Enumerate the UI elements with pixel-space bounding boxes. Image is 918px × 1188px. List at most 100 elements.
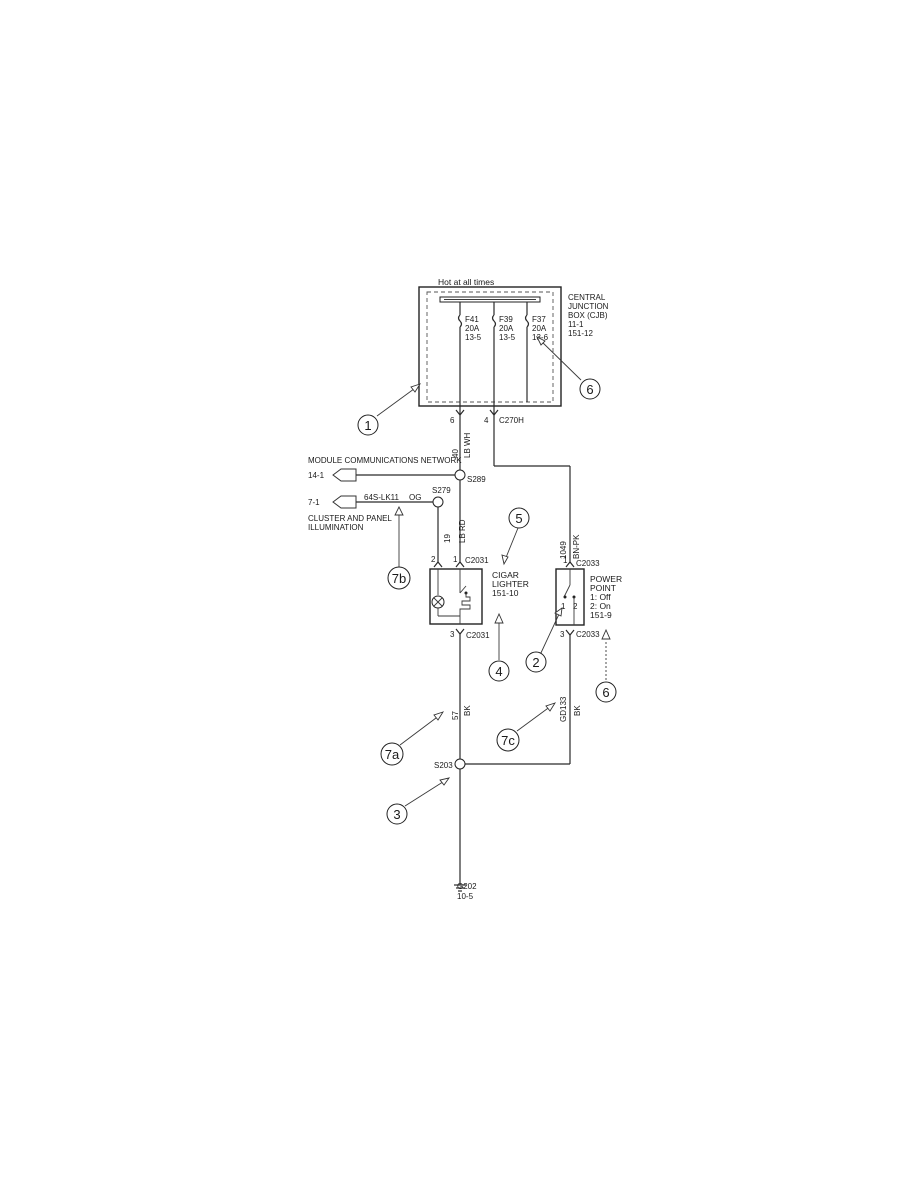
power-point-pin-3: 3	[560, 630, 565, 639]
ground-id: G202	[457, 882, 477, 891]
cigar-label-line-2: LIGHTER	[492, 579, 529, 589]
cluster-connector-arrow	[332, 495, 357, 509]
callout-3-leader	[404, 779, 447, 807]
cigar-connector-bottom: C2031	[466, 631, 490, 640]
fuse-f41-symbol	[457, 314, 463, 328]
callout-1-circle	[357, 414, 379, 436]
ground-g202: G202 10-5	[454, 882, 477, 901]
cjb-connector-c270h: C270H	[499, 416, 524, 425]
fuse-f39-symbol	[491, 314, 497, 328]
cluster-ref: 7-1	[308, 498, 320, 507]
power-point-label-line-3: 1: Off	[590, 592, 611, 602]
power-point-connector-bottom: C2033	[576, 630, 600, 639]
callout-2-circle	[525, 651, 547, 673]
fuse-f37-symbol	[524, 314, 530, 328]
fuse-f37-rating: 20A	[532, 324, 547, 333]
cjb-name-line-3: BOX (CJB)	[568, 311, 608, 320]
power-point-label-line-1: POWER	[590, 574, 622, 584]
fuse-f41-ref: 13-5	[465, 333, 482, 342]
fuse-f37-ref: 13-6	[532, 333, 549, 342]
callout-2-arrow	[554, 607, 563, 617]
fuse-f37-id: F37	[532, 315, 546, 324]
cigar-switch-blade	[459, 585, 467, 594]
callout-6b-label: 6	[602, 685, 609, 700]
callout-7c-leader	[516, 705, 552, 732]
mcn-ref: 14-1	[308, 471, 325, 480]
power-point-label-line-5: 151-9	[590, 610, 612, 620]
callout-3-arrow	[439, 777, 451, 786]
central-junction-box: Hot at all times F41 20A 13-5 F39 20A 13…	[418, 277, 609, 414]
callout-4-label: 4	[495, 664, 502, 679]
callouts: 1 6 5 7b 4 2 6 7a 7c	[357, 335, 617, 825]
cjb-pin-6: 6	[450, 416, 455, 425]
fuse-f39-id: F39	[499, 315, 513, 324]
wire-1049-color: BN-PK	[572, 534, 581, 559]
power-point-pin-3-chevron	[565, 629, 575, 636]
wire-40-color: LB WH	[463, 432, 472, 458]
splice-s289	[454, 469, 466, 481]
cjb-dashed-outline	[426, 291, 554, 403]
callout-7b-label: 7b	[392, 571, 406, 586]
wire-og-label: 64S-LK11	[364, 493, 400, 502]
cjb-header: Hot at all times	[438, 277, 494, 287]
cjb-pin-4: 4	[484, 416, 489, 425]
callout-6a-arrow	[535, 335, 546, 346]
wire-19-number: 19	[443, 534, 452, 543]
callout-7b-circle	[387, 566, 411, 590]
callout-5-label: 5	[515, 511, 522, 526]
power-point-contact-1	[563, 595, 567, 599]
wire-1049-number: 1049	[559, 541, 568, 559]
callout-2-leader	[539, 611, 561, 656]
cjb-name-line-5: 151-12	[568, 329, 593, 338]
cigar-label-line-3: 151-10	[492, 588, 519, 598]
callout-1-arrow	[410, 383, 422, 393]
cigar-lighter: 2 1 C2031 CIGAR LIGHTER 151-10 3 C2031	[429, 555, 529, 640]
callout-7a-leader	[399, 714, 441, 746]
callout-6a-circle	[579, 378, 601, 400]
cigar-lamp-cross-b	[433, 597, 443, 607]
callout-5-leader	[504, 527, 519, 561]
power-point-pin-1-chevron	[565, 561, 575, 568]
callout-6a-leader	[539, 339, 582, 381]
mcn-label: MODULE COMMUNICATIONS NETWORK	[308, 456, 462, 465]
callout-5-arrow	[501, 554, 509, 566]
cjb-outline	[418, 286, 562, 407]
wire-og-color: OG	[409, 493, 421, 502]
cigar-connector-top: C2031	[465, 556, 489, 565]
power-point-switch-pos-1: 1	[561, 602, 566, 611]
callout-7a-arrow	[433, 711, 445, 721]
cigar-pin-2: 2	[431, 555, 436, 564]
wire-57-number: 57	[451, 711, 460, 720]
power-point-label-line-4: 2: On	[590, 601, 611, 611]
callout-2-label: 2	[532, 655, 539, 670]
cigar-heating-element	[459, 593, 471, 624]
callout-7c-arrow	[545, 702, 557, 712]
splice-s279	[432, 496, 444, 508]
wire-57-color: BK	[463, 705, 472, 716]
cluster-label-line-1: CLUSTER AND PANEL	[308, 514, 392, 523]
cigar-pin-1: 1	[453, 555, 458, 564]
callout-7c-circle	[496, 728, 520, 752]
callout-7c-label: 7c	[501, 733, 515, 748]
cigar-pin-3: 3	[450, 630, 455, 639]
wire-19-color: LB RD	[458, 519, 467, 543]
cigar-pin-2-chevron	[433, 561, 443, 568]
wire-40-number: 40	[451, 449, 460, 458]
fuse-f39-rating: 20A	[499, 324, 514, 333]
callout-6b-circle	[595, 681, 617, 703]
callout-6b-arrow	[601, 628, 611, 640]
power-point-connector-top: C2033	[576, 559, 600, 568]
cigar-pin-3-chevron	[455, 628, 465, 635]
fuse-f41-id: F41	[465, 315, 479, 324]
splice-s289-label: S289	[467, 475, 486, 484]
cjb-name-line-2: JUNCTION	[568, 302, 609, 311]
power-point: 1 C2033 1 2 POWER POINT 1: Off 2: On 151…	[555, 556, 622, 639]
ground-ref: 10-5	[457, 892, 474, 901]
power-point-pin-1: 1	[563, 556, 568, 565]
callout-7a-label: 7a	[385, 747, 400, 762]
callout-3-circle	[386, 803, 408, 825]
callout-3-label: 3	[393, 807, 400, 822]
fuse-f41-rating: 20A	[465, 324, 480, 333]
cjb-name-line-1: CENTRAL	[568, 293, 606, 302]
cjb-name-line-4: 11-1	[568, 320, 584, 329]
